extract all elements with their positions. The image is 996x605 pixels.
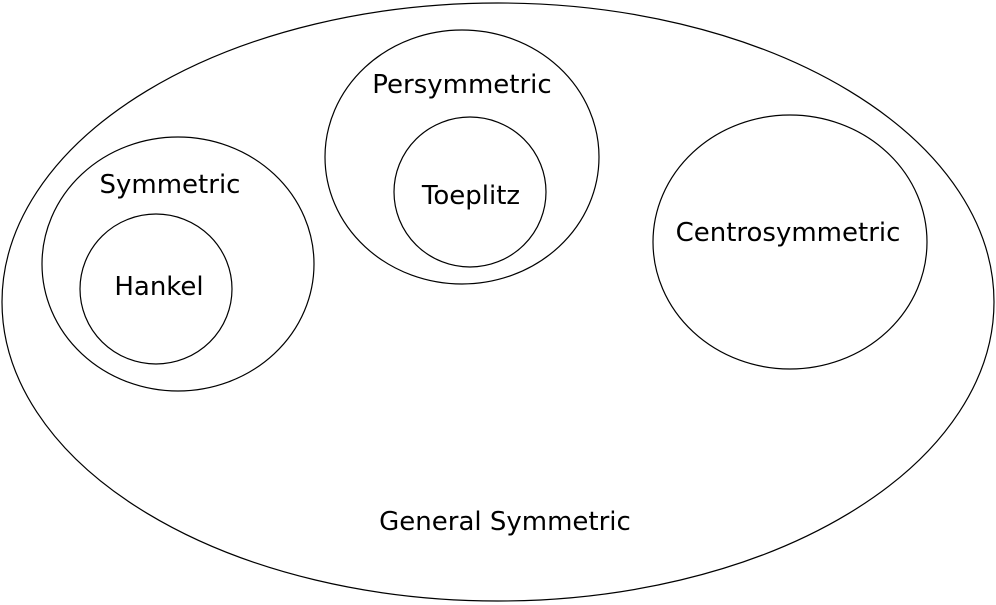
label-hankel: Hankel (114, 272, 203, 302)
centrosymmetric-ellipse (652, 114, 928, 370)
set-centrosymmetric (652, 114, 928, 370)
toeplitz-ellipse (393, 116, 547, 268)
label-symmetric: Symmetric (100, 170, 241, 200)
hankel-ellipse (79, 213, 233, 365)
label-centrosymmetric: Centrosymmetric (676, 218, 901, 248)
label-persymmetric: Persymmetric (372, 70, 551, 100)
label-toeplitz: Toeplitz (421, 181, 520, 211)
label-general-symmetric: General Symmetric (379, 507, 631, 537)
set-hankel (79, 213, 233, 365)
set-toeplitz (393, 116, 547, 268)
